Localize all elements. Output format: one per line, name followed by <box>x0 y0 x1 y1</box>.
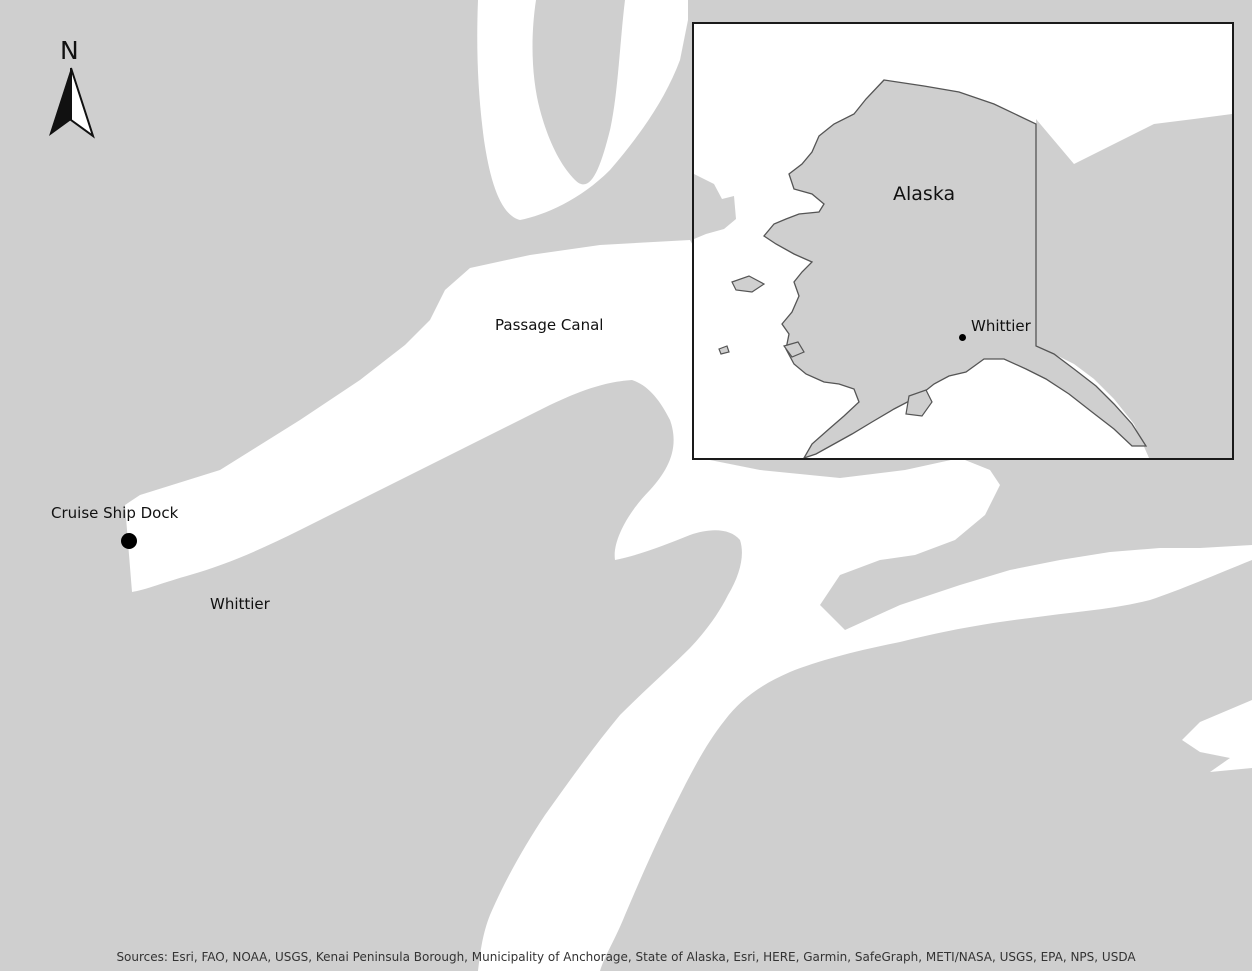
inset-land-alaska <box>763 79 1148 458</box>
inset-locator-map: Alaska Whittier <box>692 22 1234 460</box>
inset-island-small <box>718 345 730 355</box>
label-whittier: Whittier <box>210 595 270 613</box>
inset-basemap <box>694 24 1232 458</box>
inset-island-west <box>731 275 766 293</box>
inset-label-whittier: Whittier <box>971 317 1031 335</box>
inset-land-west <box>694 174 736 239</box>
label-cruise-ship-dock: Cruise Ship Dock <box>51 504 179 522</box>
inset-land-canada <box>1036 114 1232 458</box>
label-passage-canal: Passage Canal <box>495 316 604 334</box>
water-east-inlet <box>1182 700 1252 772</box>
inset-island-kodiak <box>905 389 933 417</box>
north-label: N <box>60 36 79 65</box>
map-attribution: Sources: Esri, FAO, NOAA, USGS, Kenai Pe… <box>116 950 1136 964</box>
water-north-bay <box>477 0 688 220</box>
north-arrow-icon <box>49 67 95 139</box>
inset-whittier-marker <box>959 334 966 341</box>
inset-label-alaska: Alaska <box>893 183 956 205</box>
water-passage-canal <box>125 240 1252 971</box>
inset-island-nunivak <box>783 341 805 358</box>
cruise-ship-dock-marker <box>121 533 137 549</box>
